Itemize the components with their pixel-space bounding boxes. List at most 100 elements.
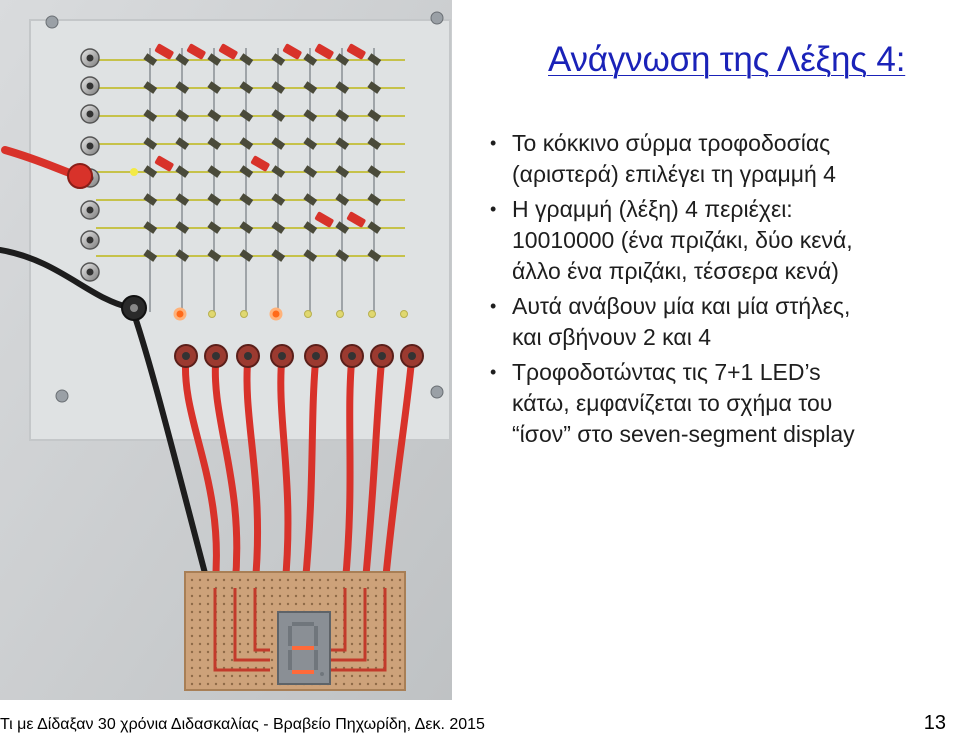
pcb-hole: [366, 658, 370, 662]
pcb-hole: [198, 682, 202, 686]
pcb-hole: [382, 682, 386, 686]
row-jack-hole: [86, 206, 94, 214]
pcb-hole: [278, 602, 282, 606]
diode: [239, 53, 254, 66]
column-jack-hole: [378, 352, 386, 360]
pcb-hole: [334, 586, 338, 590]
pcb-hole: [286, 578, 290, 582]
pcb-hole: [246, 578, 250, 582]
pcb-hole: [262, 578, 266, 582]
pcb-hole: [390, 626, 394, 630]
pcb-hole: [398, 642, 402, 646]
diode: [239, 137, 254, 150]
pcb-hole: [206, 634, 210, 638]
page-number: 13: [923, 712, 946, 734]
led-off: [240, 310, 248, 318]
pcb-hole: [246, 610, 250, 614]
diode: [367, 221, 382, 234]
bullet-item: • Τροφοδοτώντας τις 7+1 LED’s κάτω, εμφα…: [486, 357, 956, 450]
diode: [175, 193, 190, 206]
screw-icon: [45, 15, 59, 29]
pcb-hole: [238, 610, 242, 614]
display-segment-g-lit: [292, 646, 314, 650]
bullet-line: 10010000 (ένα πριζάκι, δύο κενά,: [512, 227, 853, 253]
pcb-hole: [390, 658, 394, 662]
pcb-hole: [398, 634, 402, 638]
diode: [271, 53, 286, 66]
pcb-hole: [390, 602, 394, 606]
diode: [303, 137, 318, 150]
pcb-hole: [262, 602, 266, 606]
pcb-traces: [213, 588, 387, 672]
pcb-hole: [358, 578, 362, 582]
diode: [335, 137, 350, 150]
plug-resistor: [186, 43, 206, 60]
pcb-hole: [398, 650, 402, 654]
bullet-line: “ίσον” στο seven-segment display: [512, 421, 855, 447]
led-off: [208, 310, 216, 318]
diode: [143, 193, 158, 206]
pcb-hole: [190, 586, 194, 590]
led-off: [400, 310, 408, 318]
pcb-hole: [190, 578, 194, 582]
pcb-hole: [390, 634, 394, 638]
pcb-hole: [262, 634, 266, 638]
pcb-hole: [198, 666, 202, 670]
pcb-hole: [222, 626, 226, 630]
pcb-hole: [286, 586, 290, 590]
diode: [207, 137, 222, 150]
pcb-hole: [366, 586, 370, 590]
pcb-hole: [198, 642, 202, 646]
pcb-hole: [262, 610, 266, 614]
pcb-hole: [398, 618, 402, 622]
diode: [143, 109, 158, 122]
display-segments-off: [288, 622, 318, 670]
column-wires: [174, 344, 424, 590]
row-jack-hole: [86, 54, 94, 62]
diode: [335, 221, 350, 234]
diode: [367, 165, 382, 178]
diode: [335, 109, 350, 122]
pcb-hole: [206, 658, 210, 662]
pcb-hole: [358, 618, 362, 622]
pcb-hole: [390, 610, 394, 614]
pcb-hole: [230, 586, 234, 590]
pcb-hole: [230, 634, 234, 638]
bullet-line: Το κόκκινο σύρμα τροφοδοσίας: [512, 130, 831, 156]
pcb-hole: [222, 602, 226, 606]
pcb-hole: [270, 594, 274, 598]
pcb-hole: [350, 642, 354, 646]
pcb-hole: [374, 650, 378, 654]
bullet-dot: •: [490, 296, 497, 316]
pcb-hole: [230, 650, 234, 654]
pcb-hole: [190, 618, 194, 622]
pcb-hole: [342, 674, 346, 678]
pcb-hole: [206, 578, 210, 582]
diode: [367, 81, 382, 94]
pcb-hole: [350, 618, 354, 622]
pcb-hole: [270, 658, 274, 662]
pcb-hole: [222, 594, 226, 598]
pcb-hole: [382, 674, 386, 678]
pcb-hole: [366, 650, 370, 654]
pcb-hole: [198, 626, 202, 630]
pcb-hole: [390, 578, 394, 582]
pcb-hole: [302, 586, 306, 590]
pcb-hole: [222, 658, 226, 662]
pcb-hole: [398, 610, 402, 614]
pcb-hole: [190, 650, 194, 654]
pcb-hole: [350, 682, 354, 686]
pcb-hole: [222, 642, 226, 646]
pcb-hole: [334, 618, 338, 622]
plug-resistor: [282, 43, 302, 60]
plug-resistor: [314, 43, 334, 60]
row-jack-hole: [86, 142, 94, 150]
pcb-hole: [270, 650, 274, 654]
bullet-item: • Η γραμμή (λέξη) 4 περιέχει: 10010000 (…: [486, 194, 956, 287]
pcb-hole: [206, 650, 210, 654]
bullet-dot: •: [490, 199, 497, 219]
pcb-hole: [334, 578, 338, 582]
pcb-hole: [294, 586, 298, 590]
bullet-line: και σβήνουν 2 και 4: [512, 324, 711, 350]
column-red-wire: [301, 352, 320, 590]
